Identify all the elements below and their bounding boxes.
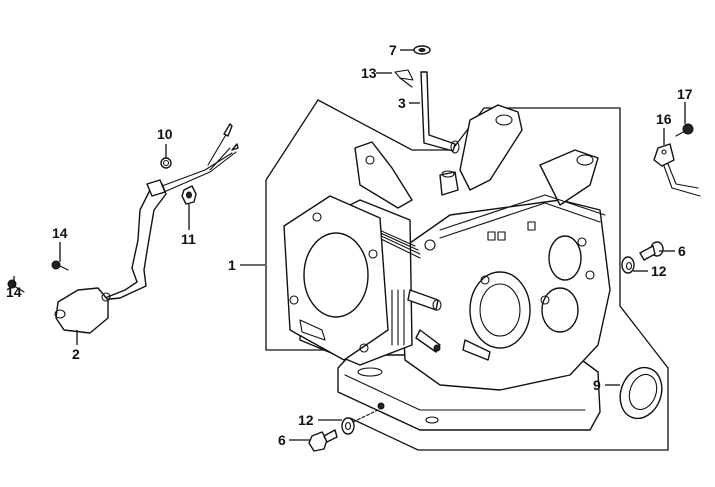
callout-13: 13 <box>361 65 377 81</box>
callout-17: 17 <box>677 86 693 102</box>
callout-7: 7 <box>389 42 397 58</box>
callout-1: 1 <box>228 257 236 273</box>
callout-2: 2 <box>72 346 80 362</box>
callout-labels: 1 2 3 6 6 7 9 10 11 12 12 13 14 14 16 17 <box>6 42 693 448</box>
callout-16: 16 <box>656 111 672 127</box>
grommet-part-10 <box>160 157 172 169</box>
screw-part-14-a <box>51 260 69 271</box>
washer-part-7 <box>413 45 431 55</box>
oil-level-switch-assembly <box>54 123 239 334</box>
leader-lines <box>13 49 686 441</box>
flange-nut-part-11 <box>181 185 197 205</box>
assembly-bracket <box>265 99 669 451</box>
callout-11: 11 <box>181 231 196 247</box>
callout-3: 3 <box>398 95 406 111</box>
callout-9: 9 <box>593 377 601 393</box>
callout-12-bottom: 12 <box>298 412 314 428</box>
washer-part-12-bottom <box>341 409 379 435</box>
callout-14-a: 14 <box>52 225 68 241</box>
governor-arm-shaft <box>420 71 460 154</box>
callout-12-right: 12 <box>651 263 667 279</box>
oil-seal-part-9 <box>619 366 663 420</box>
cylinder-block <box>283 104 611 431</box>
flange-bolt-part-6-right <box>639 241 664 261</box>
flange-bolt-part-6-bottom <box>308 429 338 452</box>
screw-part-17 <box>675 123 694 137</box>
oil-sensor-unit-part-16 <box>653 143 701 197</box>
callout-6-bottom: 6 <box>278 432 286 448</box>
callout-6-right: 6 <box>678 243 686 259</box>
washer-part-12-right <box>621 256 635 274</box>
pin-part <box>394 69 414 88</box>
callout-10: 10 <box>157 126 173 142</box>
callout-14-b: 14 <box>6 284 22 300</box>
